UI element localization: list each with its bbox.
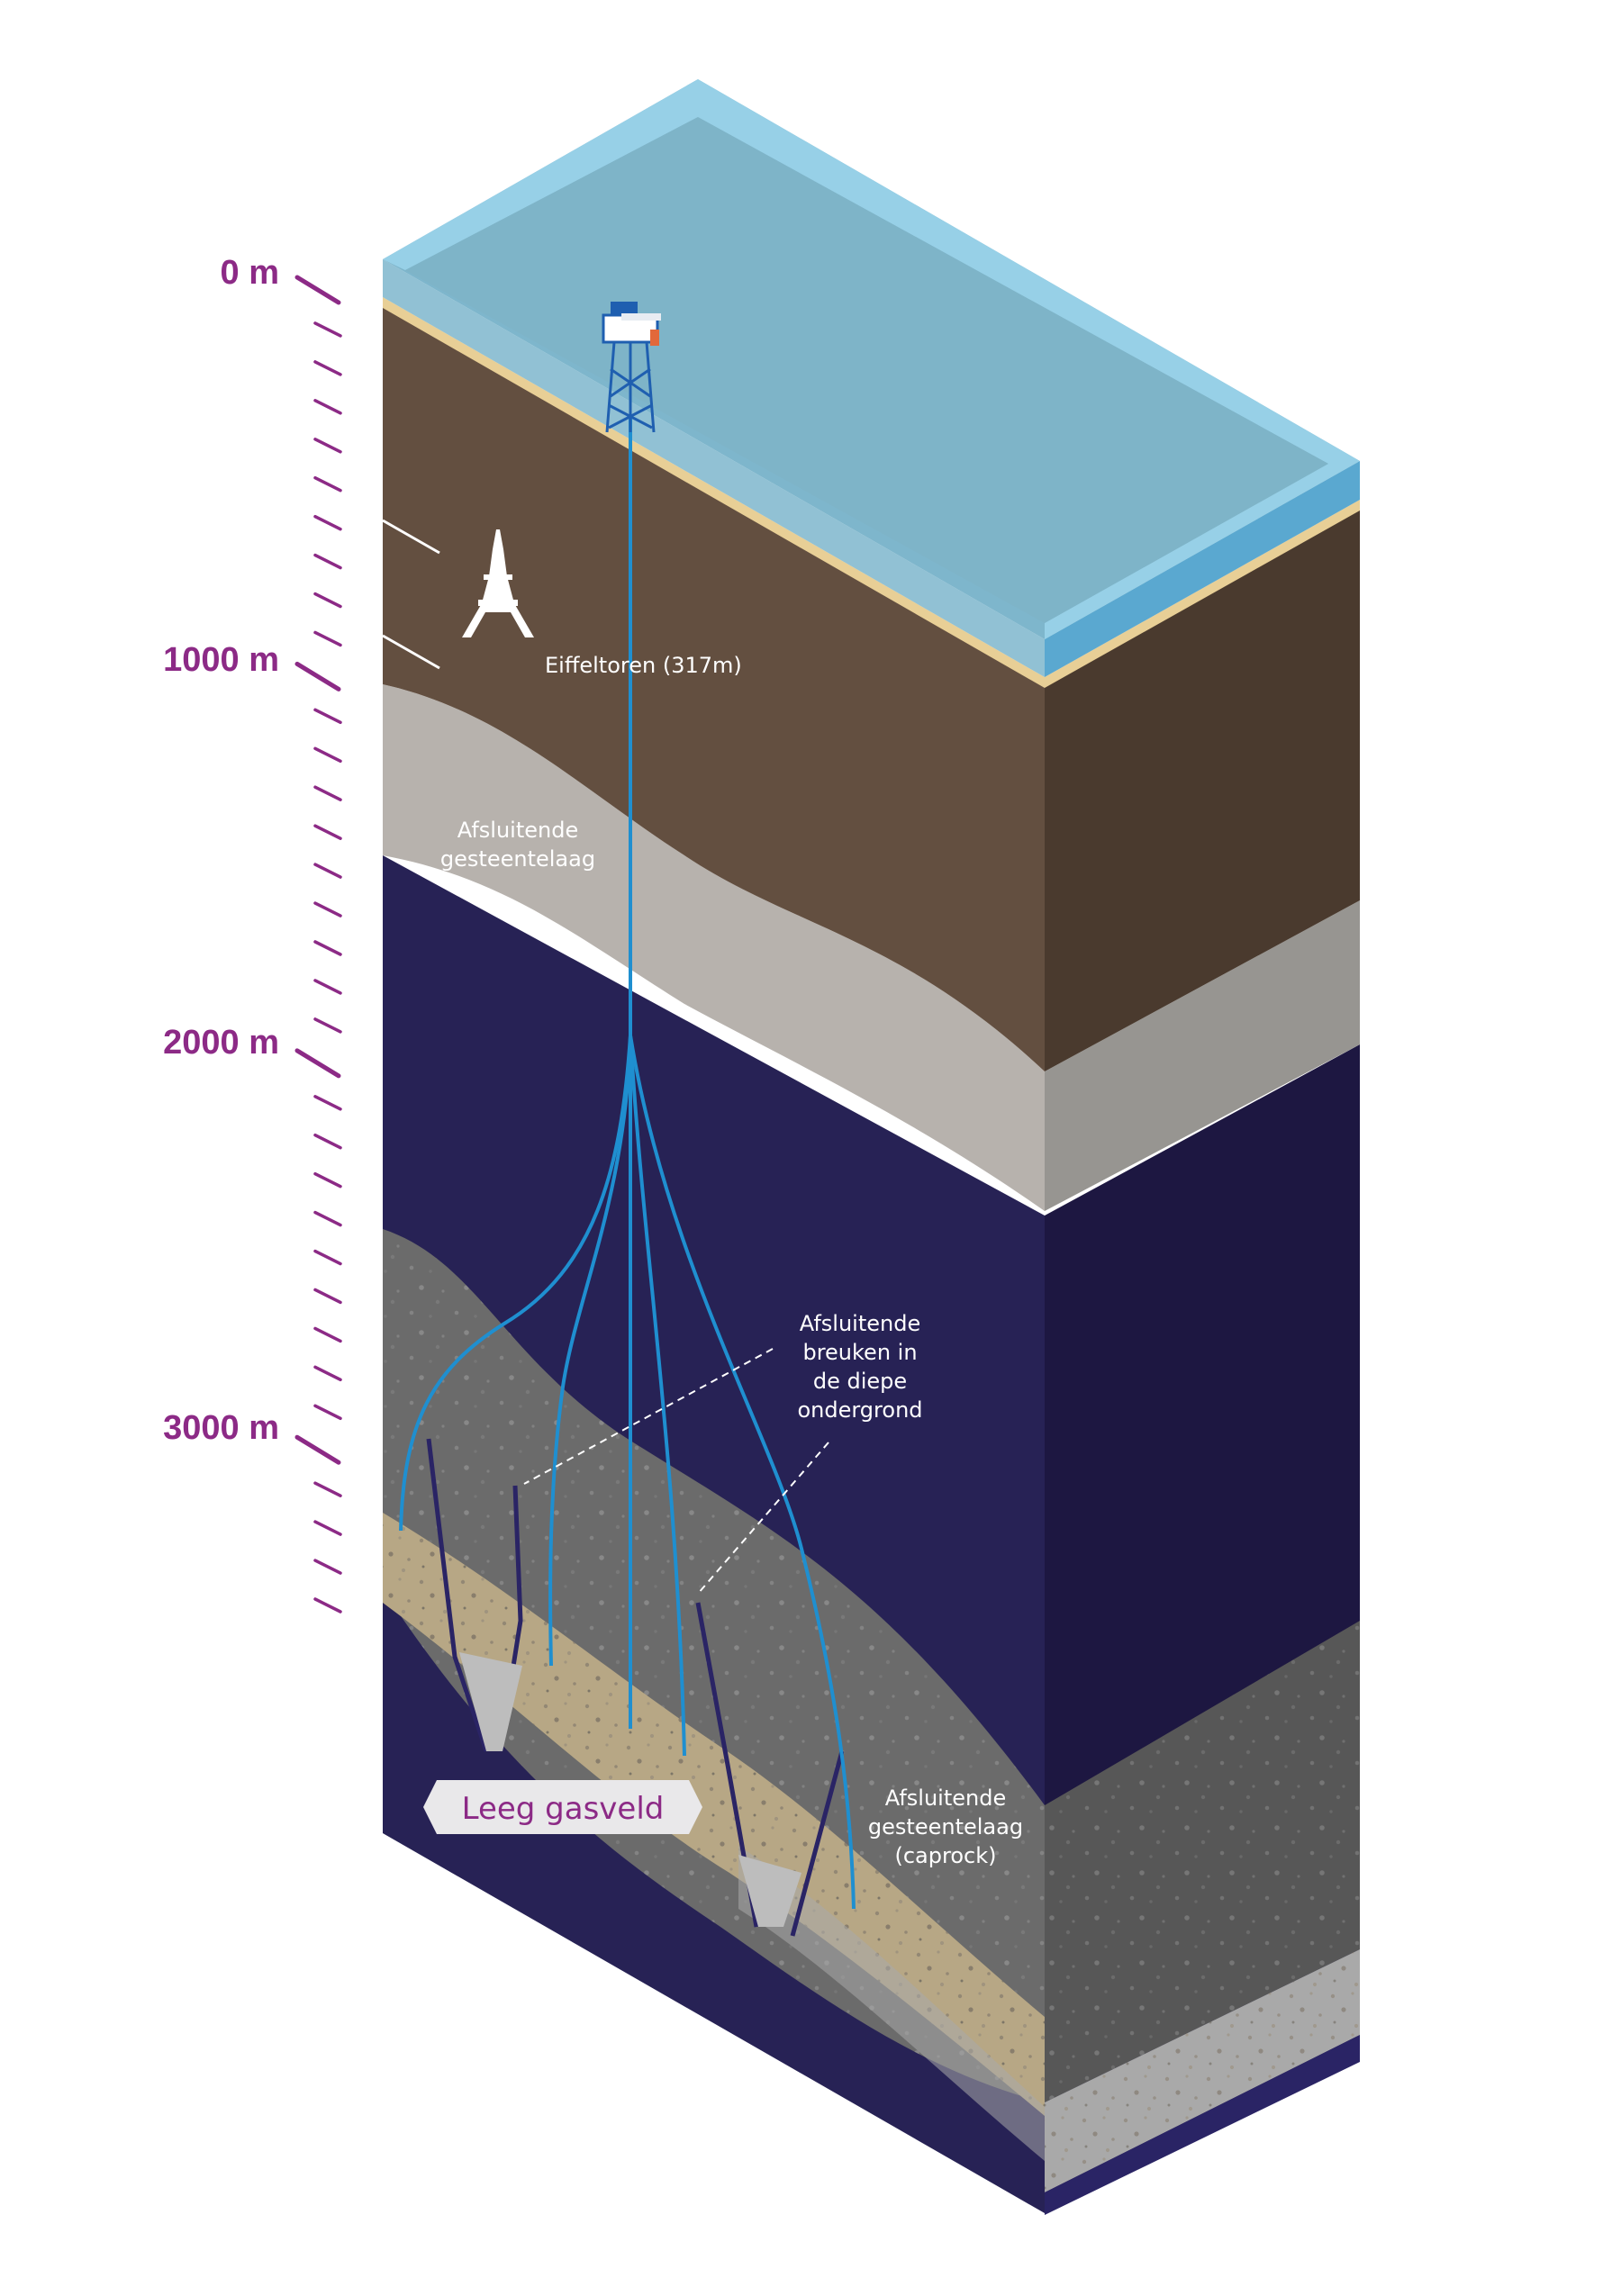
depth-tick-minor bbox=[313, 1481, 342, 1497]
depth-tick-minor bbox=[313, 360, 342, 376]
depth-tick-minor bbox=[313, 1017, 342, 1034]
depth-tick-minor bbox=[313, 863, 342, 879]
wedge-1 bbox=[459, 1652, 522, 1751]
seal-label-line-2: gesteentelaag bbox=[440, 846, 595, 872]
depth-tick-minor bbox=[313, 1171, 342, 1189]
depth-tick-minor bbox=[313, 1365, 342, 1382]
depth-tick-major bbox=[294, 275, 341, 305]
sand-strip-side bbox=[1045, 500, 1360, 688]
gasfield-badge: Leeg gasveld bbox=[423, 1780, 702, 1834]
depth-tick-minor bbox=[313, 1249, 342, 1266]
sea-inner bbox=[405, 117, 1328, 623]
platform-helideck bbox=[621, 313, 661, 321]
depth-tick-minor bbox=[313, 475, 342, 493]
layer-rock-side-speckle bbox=[1045, 1621, 1360, 2102]
caprock-label-line-2: gesteentelaag bbox=[868, 1814, 1023, 1840]
gasfield-badge-shape bbox=[423, 1780, 702, 1834]
eiffel-label: Eiffeltoren (317m) bbox=[545, 653, 742, 678]
depth-tick-minor bbox=[313, 1326, 342, 1343]
depth-tick-minor bbox=[313, 514, 342, 531]
depth-tick-minor bbox=[313, 1559, 342, 1575]
depth-tick-minor bbox=[313, 1095, 342, 1111]
depth-tick-minor bbox=[313, 1133, 342, 1150]
well-3 bbox=[629, 1035, 633, 1730]
sea-side bbox=[1045, 461, 1360, 677]
faults-label-line-4: ondergrond bbox=[797, 1397, 922, 1423]
depth-label-3000: 3000 m bbox=[163, 1409, 279, 1447]
fault-wedges bbox=[459, 1652, 801, 1927]
depth-tick-major bbox=[294, 1048, 341, 1079]
caprock-label-line-3: (caprock) bbox=[895, 1843, 997, 1868]
depth-tick-minor bbox=[313, 1210, 342, 1227]
side-face bbox=[1045, 509, 1360, 2215]
depth-tick-minor bbox=[313, 940, 342, 956]
depth-tick-minor bbox=[313, 1404, 342, 1421]
seabed-and-sea bbox=[383, 79, 1360, 688]
depth-tick-minor bbox=[313, 746, 342, 764]
front-face bbox=[383, 306, 1045, 2213]
faults-label-line-3: de diepe bbox=[813, 1369, 907, 1394]
caprock-label-line-1: Afsluitende bbox=[885, 1785, 1006, 1811]
eiffel-top-line bbox=[382, 519, 440, 555]
platform-module bbox=[611, 302, 638, 316]
gasfield-label: Leeg gasveld bbox=[462, 1791, 665, 1827]
faults-label-line-1: Afsluitende bbox=[800, 1311, 920, 1336]
fault-1 bbox=[426, 1438, 489, 1752]
well-1 bbox=[399, 1035, 632, 1532]
depth-label-2000: 2000 m bbox=[163, 1024, 279, 1062]
depth-tick-minor bbox=[313, 1520, 342, 1536]
layer-lower-band-side-speckle bbox=[1045, 1949, 1360, 2192]
fault-4 bbox=[790, 1750, 845, 1937]
eiffel-tower-icon bbox=[462, 529, 534, 637]
sand-strip-front bbox=[383, 297, 1045, 688]
platform-legs bbox=[605, 341, 656, 433]
depth-scale bbox=[294, 275, 342, 1614]
diagram-labels: 0 m 1000 m 2000 m 3000 m Eiffeltoren (31… bbox=[163, 254, 1023, 1868]
drill-wells bbox=[399, 414, 856, 1910]
depth-tick-minor bbox=[313, 708, 342, 725]
layer-brown-front bbox=[383, 306, 1045, 1071]
depth-tick-minor bbox=[313, 1288, 342, 1305]
depth-tick-minor bbox=[313, 553, 342, 570]
eiffel-bottom-line bbox=[382, 634, 440, 670]
layer-lower-band-front bbox=[738, 1846, 1045, 2161]
depth-tick-minor bbox=[313, 901, 342, 917]
depth-tick-minor bbox=[313, 630, 342, 647]
layer-brown-side bbox=[1045, 509, 1360, 1071]
layer-seal-side bbox=[1045, 900, 1360, 1211]
depth-tick-minor bbox=[313, 1597, 342, 1614]
wedge-2 bbox=[738, 1855, 801, 1927]
depth-tick-minor bbox=[313, 785, 342, 801]
depth-tick-major bbox=[294, 1434, 341, 1465]
layer-seal-front bbox=[383, 684, 1045, 1211]
depth-tick-minor bbox=[313, 592, 342, 609]
depth-tick-major bbox=[294, 661, 341, 692]
well-5 bbox=[629, 1035, 856, 1910]
base-edge bbox=[1045, 2035, 1360, 2215]
sea-top-rim bbox=[383, 79, 1360, 639]
sea-front bbox=[383, 259, 1045, 677]
eiffel-tower-reference bbox=[382, 519, 534, 670]
depth-tick-minor bbox=[313, 979, 342, 995]
well-4 bbox=[629, 1035, 686, 1757]
depth-tick-minor bbox=[313, 399, 342, 415]
seal-label-line-1: Afsluitende bbox=[457, 818, 578, 843]
well-2 bbox=[548, 1035, 632, 1667]
platform-crane bbox=[650, 330, 659, 346]
depth-tick-minor bbox=[313, 321, 342, 338]
depth-label-1000: 1000 m bbox=[163, 641, 279, 679]
depth-label-0: 0 m bbox=[221, 254, 279, 292]
faults-leader-lines bbox=[523, 1348, 829, 1595]
depth-tick-minor bbox=[313, 438, 342, 454]
faults-label-line-2: breuken in bbox=[802, 1340, 917, 1365]
offshore-platform-icon bbox=[602, 302, 661, 433]
depth-tick-minor bbox=[313, 824, 342, 840]
